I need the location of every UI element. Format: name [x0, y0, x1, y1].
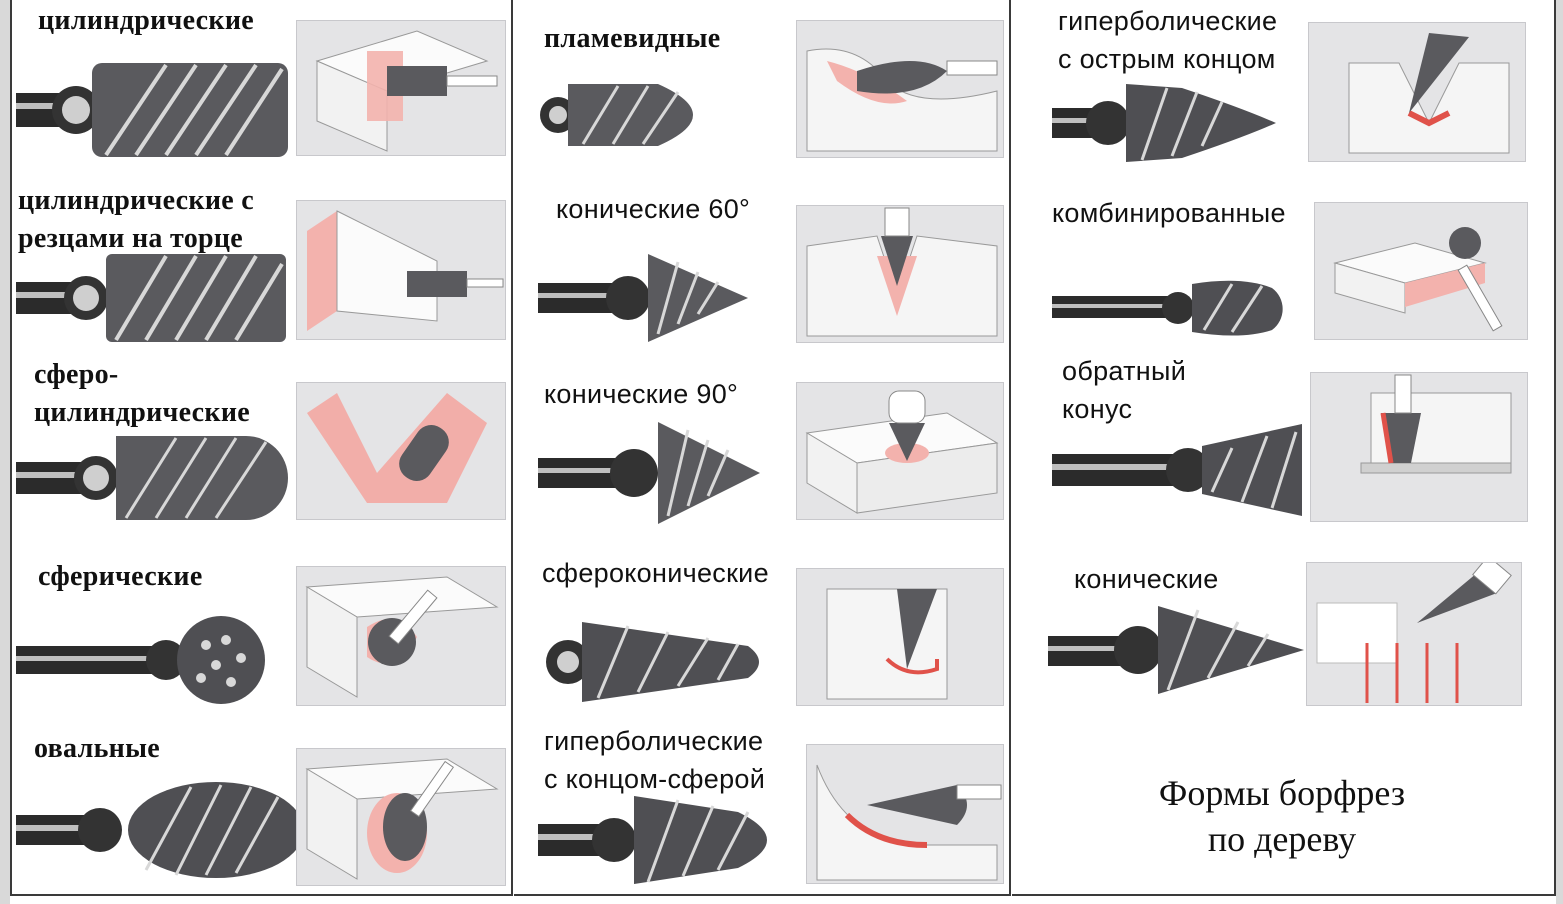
sphere-burr-icon	[16, 616, 265, 704]
cone-90-scene	[796, 382, 1004, 520]
label-inverted-cone: обратный конус	[1062, 356, 1187, 424]
label-flame: пламевидные	[544, 23, 721, 54]
column-2: пламевидные конические 60° конические 90…	[514, 0, 1011, 896]
hyper-point-burr-icon	[1052, 84, 1276, 162]
sphero-cone-scene	[796, 568, 1004, 706]
label-hyper-point: гиперболические с острым концом	[1058, 6, 1278, 74]
flame-burr-icon	[540, 84, 693, 146]
inverted-cone-scene	[1310, 372, 1528, 522]
inverted-cone-burr-icon	[1052, 424, 1302, 516]
oval-scene	[296, 748, 506, 886]
oval-burr-icon	[16, 782, 304, 878]
hyper-ball-scene	[806, 744, 1004, 884]
hyper-point-scene	[1308, 22, 1526, 162]
label-cone-90: конические 90°	[544, 379, 739, 409]
column-3: гиперболические с острым концом комбинир…	[1012, 0, 1556, 896]
cylinder-scene	[296, 20, 506, 156]
ball-nose-burr-icon	[16, 436, 288, 520]
label-combination: комбинированные	[1052, 198, 1286, 228]
label-cylindrical-end-cut: цилиндрические с резцами на торце	[18, 185, 255, 254]
label-sphero-cylindrical: сферо- цилиндрические	[34, 359, 250, 428]
column-1: цилиндрические цилиндрические с резцами …	[10, 0, 513, 896]
combination-burr-icon	[1052, 280, 1283, 336]
cone-60-burr-icon	[538, 254, 748, 342]
cylinder-end-cut-scene	[296, 200, 506, 340]
cone-90-burr-icon	[538, 422, 760, 524]
label-spherical: сферические	[38, 561, 203, 592]
label-cone-60: конические 60°	[556, 194, 751, 224]
sphero-cone-burr-icon	[546, 622, 759, 702]
label-hyper-ball: гиперболические с концом-сферой	[544, 726, 766, 794]
combination-scene	[1314, 202, 1528, 340]
label-cone: конические	[1074, 564, 1219, 594]
label-oval: овальные	[34, 733, 161, 764]
cylinder-burr-icon	[16, 63, 288, 157]
caption-box	[1052, 712, 1528, 888]
cone-burr-icon	[1048, 606, 1304, 694]
sphere-scene	[296, 566, 506, 706]
cone-60-scene	[796, 205, 1004, 343]
caption: Формы борфрез по дереву	[1158, 773, 1406, 859]
flame-scene	[796, 20, 1004, 158]
hyper-ball-burr-icon	[538, 796, 767, 884]
label-cylindrical: цилиндрические	[38, 5, 254, 36]
left-margin	[0, 0, 10, 904]
label-sphero-cone: сфероконические	[542, 558, 769, 588]
cylinder-end-cut-burr-icon	[16, 254, 286, 342]
right-margin	[1556, 0, 1563, 904]
cone-scene	[1306, 555, 1522, 706]
ball-nose-scene	[296, 382, 506, 520]
